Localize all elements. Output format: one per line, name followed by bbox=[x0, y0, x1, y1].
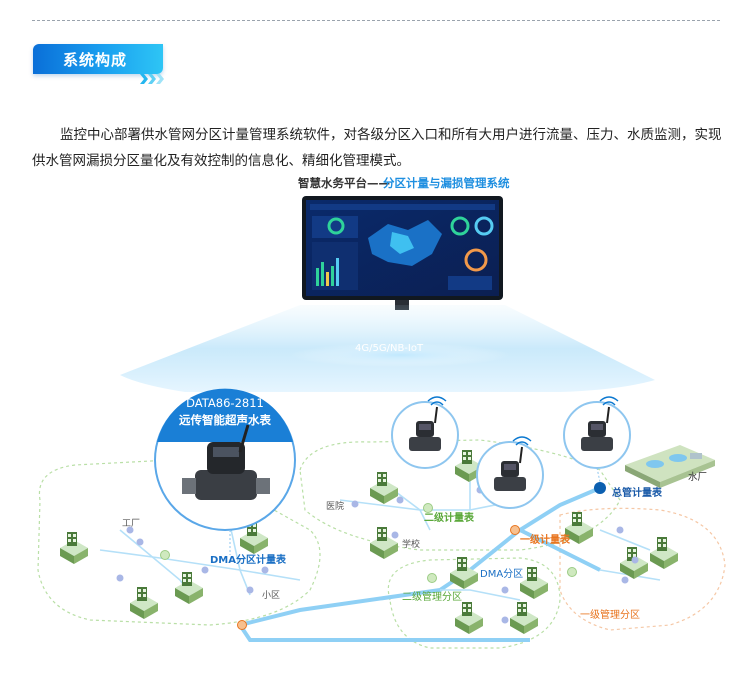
device-model: DATA86-2811 bbox=[186, 396, 264, 410]
label-level2-zone: 二级管理分区 bbox=[402, 590, 462, 603]
meter-callout-2 bbox=[476, 436, 544, 509]
label-level1-zone: 一级管理分区 bbox=[580, 608, 640, 621]
meter-callout-1 bbox=[391, 396, 459, 469]
meter-callout-3 bbox=[563, 396, 631, 469]
device-callout bbox=[154, 388, 296, 531]
label-community: 小区 bbox=[262, 590, 280, 601]
label-dma-zone: DMA分区 bbox=[480, 568, 523, 580]
platform-title-highlight: 分区计量与漏损管理系统 bbox=[383, 176, 510, 190]
main-meter-node bbox=[594, 482, 606, 494]
monitor-screen bbox=[302, 196, 503, 300]
zone-outline-level2 bbox=[299, 439, 621, 551]
label-waterworks: 水厂 bbox=[688, 471, 707, 483]
platform-title-prefix: 智慧水务平台—— bbox=[298, 176, 390, 190]
label-school: 学校 bbox=[402, 538, 420, 550]
intro-paragraph: 监控中心部署供水管网分区计量管理系统软件，对各级分区入口和所有大用户进行流量、压… bbox=[32, 126, 722, 169]
system-architecture-diagram: 智慧水务平台—— 分区计量与漏损管理系统 4G/5G/NB-IoT bbox=[37, 176, 726, 649]
device-name: 远传智能超声水表 bbox=[179, 413, 271, 427]
zone-outline-level1 bbox=[559, 507, 726, 631]
zone-outline-west bbox=[37, 459, 321, 626]
label-factory: 工厂 bbox=[122, 518, 140, 529]
label-main-meter: 总管计量表 bbox=[612, 486, 663, 499]
section-header-badge: 系统构成 bbox=[33, 44, 163, 74]
top-divider bbox=[32, 20, 720, 21]
label-dma-meter: DMA分区计量表 bbox=[210, 553, 287, 566]
network-label: 4G/5G/NB-IoT bbox=[355, 343, 424, 354]
chevron-decoration-icon bbox=[140, 74, 164, 84]
label-level2-meter: 二级计量表 bbox=[424, 511, 475, 524]
waterworks-icon bbox=[625, 445, 715, 488]
label-level1-meter: 一级计量表 bbox=[520, 533, 571, 546]
zone-outline-dma bbox=[387, 557, 561, 649]
section-title: 系统构成 bbox=[63, 51, 128, 69]
label-hospital: 医院 bbox=[326, 500, 344, 512]
